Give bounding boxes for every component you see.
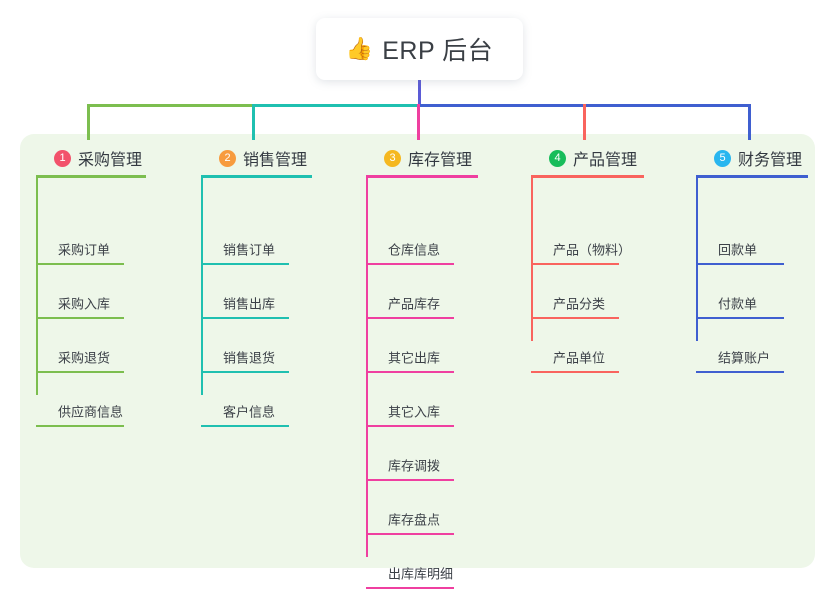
branch-title-3: 库存管理 <box>408 152 473 169</box>
branch-number-badge-1: 1 <box>54 149 71 167</box>
leaf-item-label: 采购订单 <box>58 242 111 258</box>
leaf-item-label: 销售退货 <box>223 350 276 366</box>
branch-column-1: 1 采购管理采购订单采购入库采购退货供应商信息 <box>36 143 146 427</box>
branch-underline-3 <box>366 175 478 178</box>
leaf-item-label: 其它出库 <box>388 350 441 366</box>
leaf-item-label: 采购入库 <box>58 296 111 312</box>
branch-title-2: 销售管理 <box>243 152 308 169</box>
branch-column-3: 3 库存管理仓库信息产品库存其它出库其它入库库存调拨库存盘点出库库明细 <box>366 143 478 589</box>
branch-header-4[interactable]: 4 产品管理 <box>531 143 637 173</box>
leaf-item-underline <box>696 263 784 265</box>
branch-underline-4 <box>531 175 644 178</box>
branch-number-badge-3: 3 <box>384 149 401 167</box>
leaf-item-label: 结算账户 <box>718 350 771 366</box>
leaf-item-label: 库存盘点 <box>388 512 441 528</box>
branch-number-badge-2: 2 <box>219 149 236 167</box>
branch-drop-connector-5 <box>748 104 751 140</box>
leaf-item-label: 付款单 <box>718 296 758 312</box>
leaf-item-underline <box>366 317 454 319</box>
leaf-item-underline <box>696 371 784 373</box>
leaf-item-underline <box>201 263 289 265</box>
branch-drop-connector-2 <box>252 104 255 140</box>
bus-segment-2 <box>253 104 421 107</box>
branch-drop-connector-4 <box>583 104 586 140</box>
leaf-item-label: 其它入库 <box>388 404 441 420</box>
leaf-item-label: 采购退货 <box>58 350 111 366</box>
leaf-item-underline <box>36 263 124 265</box>
branch-header-1[interactable]: 1 采购管理 <box>36 143 142 173</box>
root-stem-connector <box>418 78 421 107</box>
branch-spine-3 <box>366 175 368 557</box>
root-node-content: 👍 ERP 后台 <box>346 31 493 67</box>
leaf-item-underline <box>36 371 124 373</box>
leaf-item-label: 产品单位 <box>553 350 606 366</box>
branch-underline-5 <box>696 175 808 178</box>
leaf-item-underline <box>696 317 784 319</box>
branch-drop-connector-3 <box>417 104 420 140</box>
branch-column-4: 4 产品管理产品（物料） 产品分类产品单位 <box>531 143 644 373</box>
bus-segment-1 <box>88 104 255 107</box>
branch-header-2[interactable]: 2 销售管理 <box>201 143 307 173</box>
root-node-title: ERP 后台 <box>382 37 494 65</box>
leaf-item-underline <box>36 317 124 319</box>
leaf-item-underline <box>366 263 454 265</box>
leaf-item-underline <box>201 371 289 373</box>
thumbs-up-icon: 👍 <box>345 36 374 61</box>
branch-underline-2 <box>201 175 312 178</box>
branch-number-badge-5: 5 <box>714 149 731 167</box>
branch-title-1: 采购管理 <box>78 152 143 169</box>
branch-spine-5 <box>696 175 698 341</box>
branch-drop-connector-1 <box>87 104 90 140</box>
leaf-item-label: 回款单 <box>718 242 758 258</box>
leaf-item-label: 销售出库 <box>223 296 276 312</box>
branch-underline-1 <box>36 175 146 178</box>
branch-spine-4 <box>531 175 533 341</box>
leaf-item-underline <box>531 263 619 265</box>
leaf-item-underline <box>201 317 289 319</box>
leaf-item-label: 产品分类 <box>553 296 606 312</box>
branches-panel <box>20 134 815 568</box>
branch-header-3[interactable]: 3 库存管理 <box>366 143 472 173</box>
leaf-item-underline <box>201 425 289 427</box>
leaf-item-underline <box>531 371 619 373</box>
leaf-item-underline <box>366 425 454 427</box>
leaf-item-label: 出库库明细 <box>388 566 454 582</box>
branch-spine-2 <box>201 175 203 395</box>
leaf-item-label: 仓库信息 <box>388 242 441 258</box>
leaf-item-label: 供应商信息 <box>58 404 124 420</box>
root-node[interactable]: 👍 ERP 后台 <box>316 18 523 80</box>
branch-number-badge-4: 4 <box>549 149 566 167</box>
branch-column-5: 5 财务管理回款单付款单结算账户 <box>696 143 808 373</box>
branch-title-5: 财务管理 <box>738 152 803 169</box>
branch-header-5[interactable]: 5 财务管理 <box>696 143 802 173</box>
leaf-item-label: 客户信息 <box>223 404 276 420</box>
leaf-item-underline <box>366 479 454 481</box>
branch-title-4: 产品管理 <box>573 152 638 169</box>
branch-column-2: 2 销售管理销售订单销售出库销售退货客户信息 <box>201 143 312 427</box>
leaf-item-label: 库存调拨 <box>388 458 441 474</box>
leaf-item-label: 销售订单 <box>223 242 276 258</box>
leaf-item-underline <box>531 317 619 319</box>
branch-spine-1 <box>36 175 38 395</box>
leaf-item-label: 产品库存 <box>388 296 441 312</box>
leaf-item-label: 产品（物料） <box>553 242 632 258</box>
leaf-item-underline <box>366 371 454 373</box>
leaf-item-underline <box>366 533 454 535</box>
leaf-item-underline <box>36 425 124 427</box>
